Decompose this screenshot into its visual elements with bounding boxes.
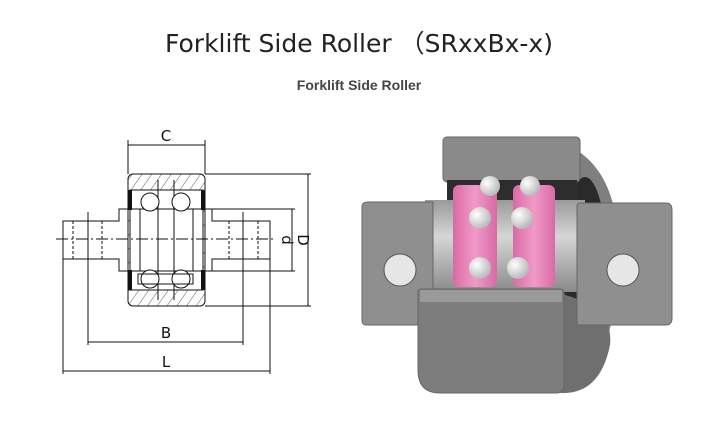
svg-text:d: d (278, 235, 296, 245)
bracket-right (576, 202, 673, 326)
mounting-hole-icon (383, 253, 417, 287)
svg-text:D: D (294, 234, 312, 246)
page-title: Forklift Side Roller （SRxxBx-x) (165, 29, 553, 58)
svg-text:C: C (161, 127, 171, 145)
mounting-hole-icon (606, 253, 640, 287)
dimension-d-small: d (212, 208, 296, 272)
svg-text:B: B (161, 324, 171, 342)
outer-ring-lower (417, 288, 565, 394)
dimension-b: B (87, 212, 244, 345)
drawing-balls (137, 192, 194, 289)
bracket-left (361, 201, 434, 326)
svg-text:L: L (162, 353, 171, 371)
dimension-c: C (127, 127, 206, 174)
product-subtitle: Forklift Side Roller (296, 77, 422, 93)
shaft (425, 200, 585, 292)
dimension-d-large: D (205, 173, 312, 307)
balls (469, 176, 540, 279)
dimension-l: L (62, 259, 271, 374)
